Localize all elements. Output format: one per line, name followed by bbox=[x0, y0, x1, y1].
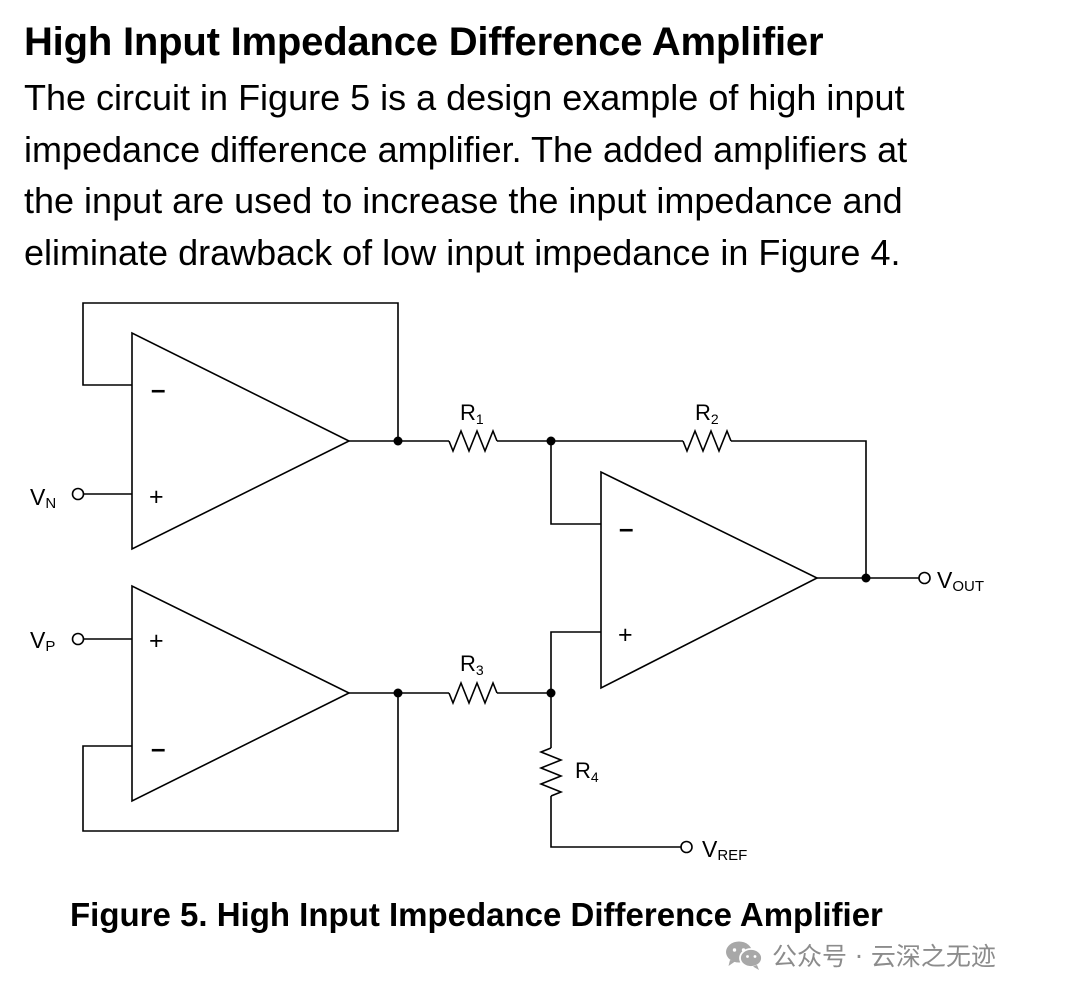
paragraph-line-2: impedance difference amplifier. The adde… bbox=[24, 128, 908, 170]
opamp-1 bbox=[131, 331, 351, 551]
junction-output bbox=[861, 573, 871, 583]
vp-terminal bbox=[71, 632, 85, 646]
watermark: 公众号 · 云深之无迹 bbox=[724, 935, 996, 975]
wire-r2-to-output bbox=[731, 440, 867, 578]
opamp-3-minus-sign: – bbox=[619, 513, 633, 543]
vout-label: VOUT bbox=[937, 567, 984, 595]
vn-terminal bbox=[71, 487, 85, 501]
r3-label: R3 bbox=[460, 651, 484, 678]
opamp-3 bbox=[600, 470, 819, 690]
opamp-2 bbox=[131, 584, 351, 803]
paragraph-line-4: eliminate drawback of low input impedanc… bbox=[24, 231, 901, 273]
opamp-3-plus-sign: + bbox=[618, 621, 633, 649]
vout-terminal bbox=[918, 571, 931, 585]
resistor-r4 bbox=[538, 747, 564, 797]
opamp-2-feedback-wire bbox=[82, 693, 399, 832]
wechat-icon bbox=[726, 941, 763, 970]
opamp-1-minus-sign: – bbox=[151, 374, 165, 404]
resistor-r3 bbox=[448, 680, 498, 706]
watermark-text: 公众号 · 云深之无迹 bbox=[772, 942, 996, 971]
opamp-2-plus-sign: + bbox=[149, 627, 164, 655]
resistor-r1 bbox=[448, 428, 498, 454]
wire-node-to-noninverting bbox=[550, 631, 601, 693]
r4-label: R4 bbox=[575, 758, 599, 785]
vref-terminal bbox=[680, 840, 693, 854]
junction-bottom-node bbox=[546, 688, 556, 698]
r1-label: R1 bbox=[460, 400, 484, 427]
circuit-diagram: – + VN + – VP R1 R2 – + VOUT R3 R4 VREF bbox=[30, 302, 984, 864]
wire-node-to-inverting bbox=[550, 441, 601, 525]
r2-label: R2 bbox=[695, 400, 719, 427]
vn-label: VN bbox=[30, 484, 56, 512]
junction-opamp2-out bbox=[393, 688, 403, 698]
description-paragraph: The circuit in Figure 5 is a design exam… bbox=[24, 72, 1024, 278]
vp-label: VP bbox=[30, 627, 55, 655]
opamp-2-minus-sign: – bbox=[151, 733, 165, 763]
paragraph-line-1: The circuit in Figure 5 is a design exam… bbox=[24, 77, 905, 118]
opamp-1-plus-sign: + bbox=[149, 483, 164, 511]
opamp-1-feedback-wire bbox=[82, 302, 399, 441]
paragraph-line-3: the input are used to increase the input… bbox=[24, 180, 903, 221]
wire-r4-to-vref bbox=[550, 796, 681, 848]
heading: High Input Impedance Difference Amplifie… bbox=[24, 20, 824, 64]
resistor-r2 bbox=[682, 428, 732, 454]
figure-caption: Figure 5. High Input Impedance Differenc… bbox=[70, 896, 883, 933]
vref-label: VREF bbox=[702, 836, 747, 864]
junction-opamp1-out bbox=[393, 436, 403, 446]
junction-top-node bbox=[546, 436, 556, 446]
